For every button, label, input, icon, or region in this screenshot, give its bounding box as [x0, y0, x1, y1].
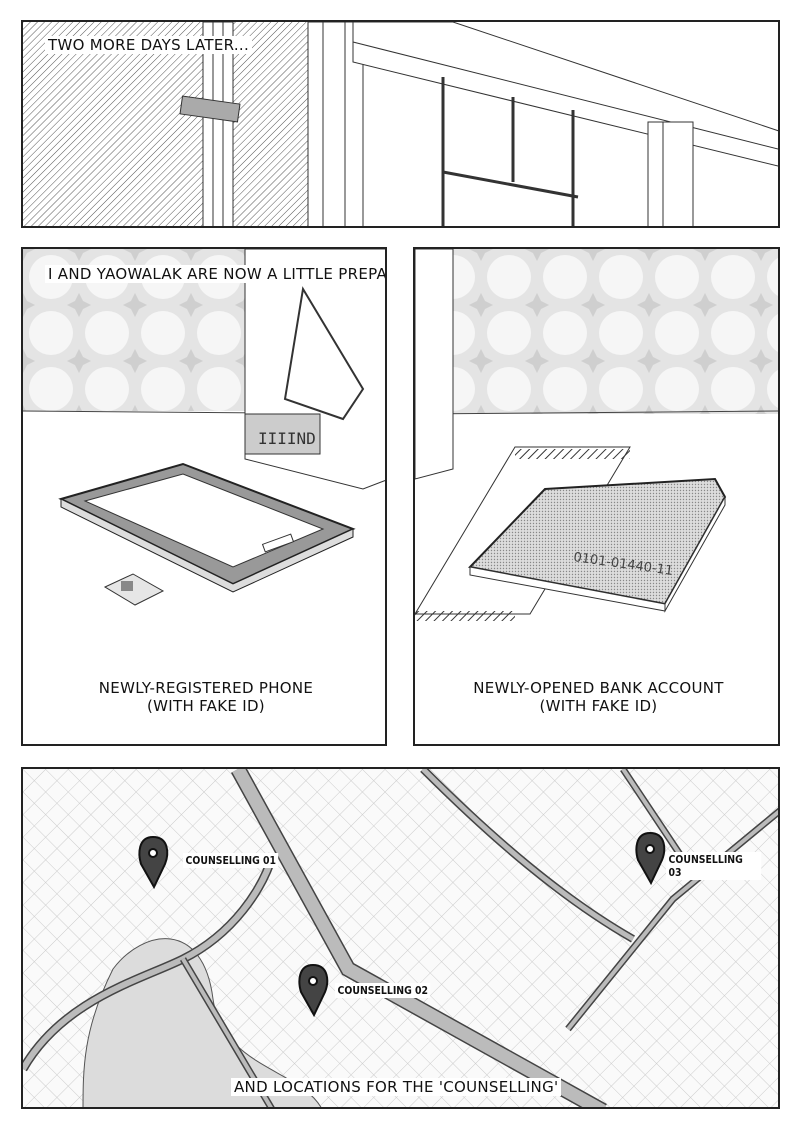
bankbook-illustration: 0101-01440-11: [415, 249, 778, 621]
bank-label-line2: (WITH FAKE ID): [539, 697, 658, 715]
phone-label: NEWLY-REGISTERED PHONE (WITH FAKE ID): [23, 679, 385, 715]
phone-label-line2: (WITH FAKE ID): [147, 697, 265, 715]
panel-phone: IIIIND I AND YAOWALAK ARE NOW A LITTLE P…: [21, 247, 387, 746]
box-sign-text: IIIIND: [258, 429, 316, 448]
phone-label-line1: NEWLY-REGISTERED PHONE: [98, 679, 314, 697]
pin-label-counselling-01: COUNSELLING 01: [183, 853, 279, 868]
caption-time-skip: TWO MORE DAYS LATER...: [45, 36, 253, 54]
phone-illustration: IIIIND: [23, 249, 385, 606]
caption-prepared: I AND YAOWALAK ARE NOW A LITTLE PREPARED…: [45, 265, 385, 283]
map-pin-icon: [138, 831, 666, 1018]
pin-label-counselling-03: COUNSELLING 03: [666, 852, 762, 880]
pin-label-counselling-02: COUNSELLING 02: [335, 983, 431, 998]
window-illustration: [23, 22, 778, 226]
panel-map: COUNSELLING 01 COUNSELLING 02 COUNSELLIN…: [21, 767, 780, 1109]
caption-locations: AND LOCATIONS FOR THE 'COUNSELLING': [231, 1078, 562, 1096]
map-illustration: [23, 769, 778, 1107]
panel-bank-account: 0101-01440-11 NEWLY-OPENED BANK ACCOUNT …: [413, 247, 780, 746]
bank-label-line1: NEWLY-OPENED BANK ACCOUNT: [473, 679, 724, 697]
panel-window-scene: TWO MORE DAYS LATER...: [21, 20, 780, 228]
bank-label: NEWLY-OPENED BANK ACCOUNT (WITH FAKE ID): [415, 679, 778, 715]
